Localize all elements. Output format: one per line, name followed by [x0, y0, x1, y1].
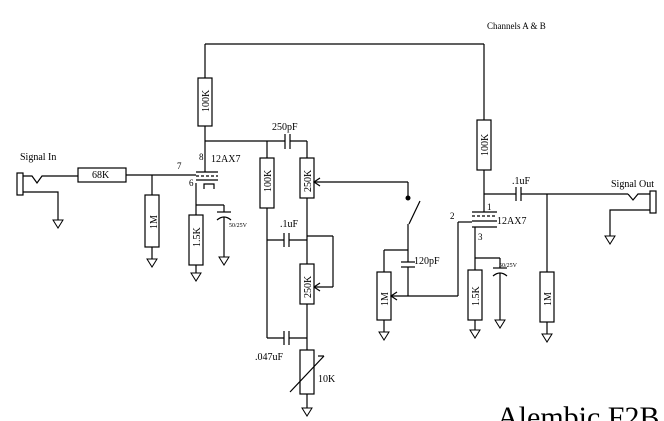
- signal-out-label: Signal Out: [611, 179, 654, 190]
- tube-v1-pin-cathode: 6: [189, 178, 194, 188]
- resistor-68k-label: 68K: [92, 170, 110, 181]
- input-jack: [16, 172, 78, 229]
- resistor-1m-grid: 1M: [144, 175, 160, 268]
- cap-0-1uf-mid: .1uF: [267, 219, 307, 247]
- tube-v2-pin-cathode: 3: [478, 232, 483, 242]
- cap-0-047uf: .047uF: [255, 331, 307, 363]
- tube-v2-label: 12AX7: [497, 216, 526, 227]
- pot-1m-volume: 1M: [376, 249, 458, 341]
- pot-10k-mid-label: 10K: [318, 374, 336, 385]
- cap-0-047uf-label: .047uF: [255, 352, 284, 363]
- resistor-68k: 68K: [77, 167, 127, 183]
- resistor-1-5k-v1-label: 1.5K: [192, 227, 203, 248]
- channels-label: Channels A & B: [487, 21, 546, 31]
- resistor-100k-tone-label: 100K: [263, 169, 274, 192]
- tube-v1-label: 12AX7: [211, 154, 240, 165]
- pot-10k-mid: 10K: [289, 349, 336, 417]
- cap-0-1uf-output: .1uF: [484, 176, 628, 201]
- resistor-100k-plate-v1: 100K: [197, 77, 213, 150]
- tube-v2-pin-plate: 1: [487, 202, 492, 212]
- tube-v2-pin-grid: 2: [450, 211, 455, 221]
- pot-250k-bass-label: 250K: [303, 275, 314, 298]
- resistor-1m-output-label: 1M: [543, 292, 554, 306]
- cap-250pf-label: 250pF: [272, 122, 298, 133]
- cap-0-1uf-output-label: .1uF: [512, 176, 531, 187]
- resistor-1m-grid-label: 1M: [149, 215, 160, 229]
- resistor-100k-plate-v2: 100K: [476, 119, 492, 212]
- cap-50-25v-v1-label: 50/25V: [229, 223, 248, 229]
- cathode-network-v2: 1.5K 50/25V: [467, 257, 518, 339]
- supply-rail: [204, 43, 485, 120]
- tube-v1: 7 8 6 12AX7: [177, 150, 240, 205]
- pot-250k-bass: 250K: [299, 235, 334, 350]
- pot-250k-treble: 250K: [299, 141, 408, 264]
- resistor-100k-plate-v1-label: 100K: [201, 89, 212, 112]
- resistor-100k-tone: 100K: [259, 141, 284, 339]
- diagram-title: Alembic F2B: [497, 401, 660, 421]
- cap-120pf-label: 120pF: [414, 256, 440, 267]
- bright-switch: [405, 182, 421, 262]
- cathode-network-v1: 1.5K 50/25V: [188, 204, 248, 282]
- tube-v2: 1 2 3 12AX7: [450, 202, 526, 258]
- cap-50-25v-v2-label: 50/25V: [499, 263, 518, 269]
- resistor-1m-output: 1M: [539, 194, 555, 343]
- cap-250pf: 250pF: [272, 122, 298, 149]
- tube-v1-pin-grid: 7: [177, 161, 182, 171]
- signal-in-label: Signal In: [20, 152, 56, 163]
- resistor-100k-plate-v2-label: 100K: [480, 133, 491, 156]
- pot-1m-volume-label: 1M: [380, 292, 391, 306]
- cap-120pf: 120pF: [401, 256, 440, 296]
- output-jack: Signal Out: [604, 179, 657, 245]
- pot-250k-treble-label: 250K: [303, 169, 314, 192]
- tube-v1-pin-plate: 8: [199, 152, 204, 162]
- resistor-1-5k-v2-label: 1.5K: [471, 286, 482, 307]
- cap-0-1uf-mid-label: .1uF: [280, 219, 299, 230]
